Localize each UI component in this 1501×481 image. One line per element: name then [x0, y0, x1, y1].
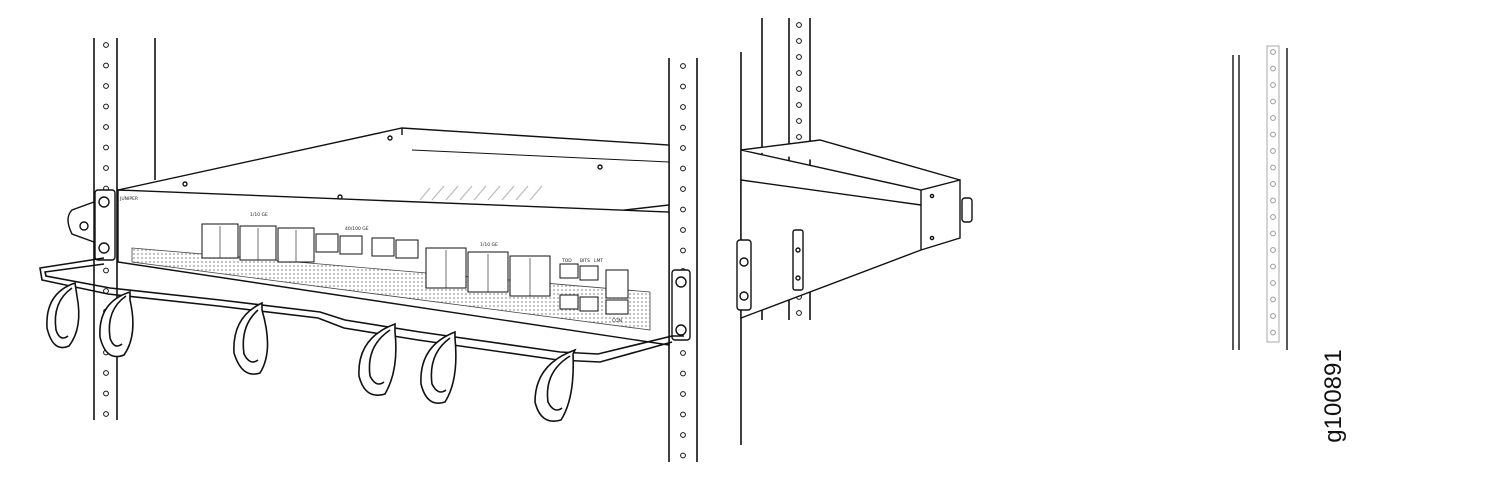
bits-label: BITS: [580, 258, 590, 264]
con-label: CON: [612, 318, 622, 324]
right-post-holes: [680, 63, 686, 459]
rack-hole: [1270, 197, 1276, 204]
port-cage-group-2: [315, 233, 419, 259]
rack-hole: [680, 186, 686, 192]
rack-hole: [1270, 49, 1276, 55]
rack-hole: [796, 134, 802, 140]
network-device-front-view: [117, 127, 670, 346]
rack-hole: [1270, 263, 1276, 270]
rack-hole: [680, 411, 686, 418]
rack-hole: [680, 391, 686, 397]
rack-hole: [680, 165, 686, 172]
rack-hole: [680, 247, 686, 254]
rack-hole: [103, 390, 109, 397]
rack-hole: [680, 206, 686, 213]
rack-hole: [1270, 115, 1276, 121]
right-mounting-ear: [671, 269, 691, 341]
rack-hole: [103, 165, 109, 171]
rack-hole: [1270, 296, 1276, 303]
rack-hole: [796, 22, 802, 28]
rack-hole: [103, 124, 109, 130]
lmt-label: LMT: [594, 258, 603, 264]
tod-label: TOD: [561, 258, 572, 264]
brand-logo: [419, 185, 543, 201]
rack-hole: [103, 370, 109, 376]
port-group-label-3: 1/10 GE: [480, 242, 498, 248]
right-post-face: [1266, 45, 1280, 343]
rack-hole: [1270, 230, 1276, 237]
port-group-label-2: 40/100 GE: [345, 226, 369, 232]
rack-hole: [1270, 247, 1276, 253]
rack-hole: [1270, 313, 1276, 319]
figure-id-text: g100891: [1320, 348, 1347, 443]
rack-hole: [1270, 329, 1276, 336]
far-post-holes: [1270, 49, 1276, 336]
rack-hole: [1270, 148, 1276, 154]
cable-tie-3: [233, 301, 269, 375]
rack-hole: [680, 370, 686, 377]
cable-tie-5: [420, 330, 457, 404]
rack-hole: [680, 350, 686, 356]
port-group-label-1: 1/10 GE: [250, 212, 268, 218]
rack-hole: [1270, 181, 1276, 187]
rack-hole: [796, 38, 802, 44]
rack-hole: [1270, 82, 1276, 88]
rack-hole: [103, 144, 109, 151]
rack-hole: [796, 70, 802, 76]
rack-hole: [103, 42, 109, 48]
rack-hole: [103, 62, 109, 69]
rack-hole: [103, 83, 109, 89]
rack-hole: [680, 63, 686, 69]
rack-hole: [680, 145, 686, 151]
cable-tie-4: [358, 322, 397, 396]
rack-hole: [103, 267, 109, 274]
rack-hole: [680, 104, 686, 110]
figure-id-label: g100891: [1314, 348, 1354, 443]
rack-hole: [680, 124, 686, 131]
cable-tie-6: [534, 348, 577, 422]
rack-hole: [103, 103, 109, 110]
rack-hole: [796, 54, 802, 60]
rack-hole: [796, 310, 802, 316]
right-rack-post-front: [668, 58, 698, 462]
rack-hole: [1270, 98, 1276, 105]
brand-label: JUNIPER: [119, 196, 138, 202]
rack-hole: [1270, 280, 1276, 286]
rack-hole: [680, 227, 686, 233]
rack-hole: [796, 86, 802, 92]
cable-tie-2: [99, 290, 134, 358]
rack-hole: [796, 102, 802, 108]
rack-hole: [1270, 214, 1276, 220]
left-mounting-ear: [67, 189, 116, 261]
management-ports: [559, 263, 629, 315]
rack-hole: [1270, 131, 1276, 138]
network-device-side-view: [736, 139, 973, 320]
cable-ties: [46, 281, 577, 422]
rack-hole: [1270, 65, 1276, 72]
rack-hole: [796, 118, 802, 124]
rack-hole: [680, 83, 686, 90]
rack-hole: [680, 432, 686, 438]
rack-hole: [103, 411, 109, 417]
rack-hole: [1270, 164, 1276, 171]
right-rack-post: [1232, 48, 1288, 350]
cable-tie-1: [46, 281, 80, 349]
rack-hole: [680, 452, 686, 459]
port-inner-lines: [219, 226, 531, 296]
